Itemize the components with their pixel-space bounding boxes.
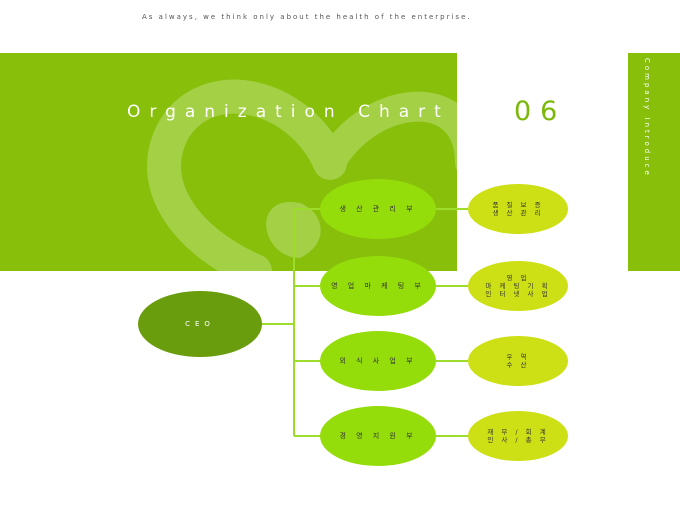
dept-management-node: 경 영 지 원 부	[320, 406, 436, 466]
sub-label: 재 무 / 회 계 인 사 / 총 무	[487, 428, 549, 444]
sub-management-node: 재 무 / 회 계 인 사 / 총 무	[468, 411, 568, 461]
dept-label: 영 업 마 케 팅 부	[331, 281, 425, 290]
dept-label: 생 산 관 리 부	[339, 204, 417, 213]
sub-label: 영 업 마 케 팅 기 획 인 터 넷 사 업	[485, 274, 551, 298]
side-label: Company Introduce	[643, 58, 651, 178]
dept-foodservice-node: 외 식 사 업 부	[320, 331, 436, 391]
page-number: 06	[514, 96, 567, 127]
sub-sales-node: 영 업 마 케 팅 기 획 인 터 넷 사 업	[468, 261, 568, 311]
sub-label: 우 역 수 산	[506, 353, 530, 369]
slide-title: Organization Chart	[127, 102, 450, 122]
ceo-label: CEO	[185, 319, 215, 328]
tagline: As always, we think only about the healt…	[142, 13, 472, 21]
dept-sales-node: 영 업 마 케 팅 부	[320, 256, 436, 316]
dept-production-node: 생 산 관 리 부	[320, 179, 436, 239]
dept-label: 외 식 사 업 부	[339, 356, 417, 365]
side-banner	[628, 53, 680, 271]
dept-label: 경 영 지 원 부	[339, 431, 417, 440]
ceo-node: CEO	[138, 291, 262, 357]
sub-production-node: 품 질 보 증 생 산 관 리	[468, 184, 568, 234]
sub-foodservice-node: 우 역 수 산	[468, 336, 568, 386]
sub-label: 품 질 보 증 생 산 관 리	[492, 201, 544, 217]
